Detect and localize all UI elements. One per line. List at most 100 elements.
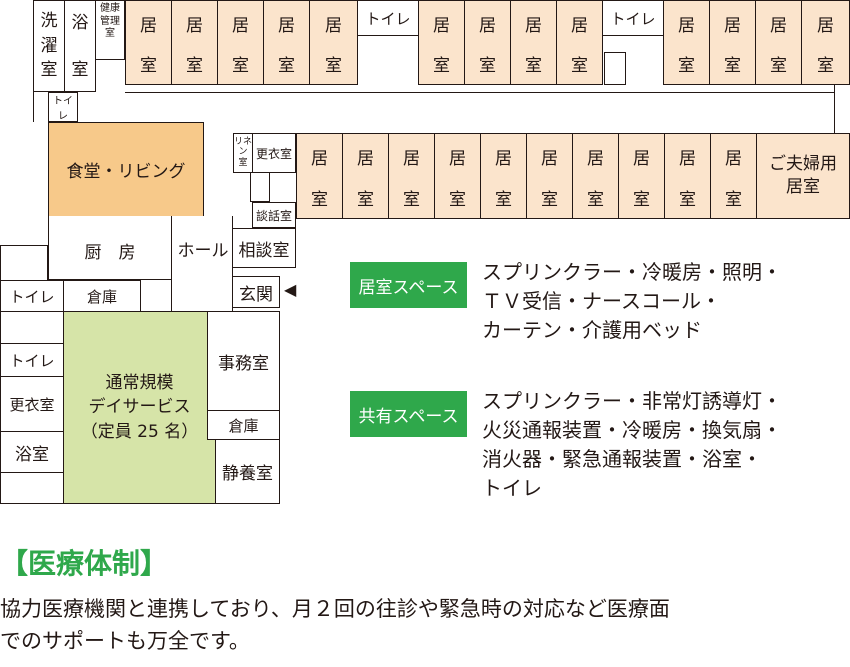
resident-room: 居室 [480, 133, 527, 219]
resident-room: 居室 [510, 0, 557, 85]
room-label-top: 居 [495, 149, 512, 169]
room-label-top: 居 [587, 149, 604, 169]
entrance: 玄関 [232, 276, 280, 308]
resident-room: 居室 [801, 0, 850, 85]
toilet-label: トイレ [9, 351, 55, 370]
resident-room: 居室 [418, 0, 465, 85]
room-label-top: 居 [633, 149, 650, 169]
resident-room: 居室 [125, 0, 172, 85]
laundry-label-3: 室 [40, 60, 58, 80]
resident-room: 居室 [434, 133, 481, 219]
side-space [0, 311, 64, 344]
room-label-bottom: 室 [232, 56, 249, 76]
toilet-top-1: トイレ [357, 0, 419, 36]
room-label-bottom: 室 [770, 56, 787, 76]
resident-room: 居室 [526, 133, 573, 219]
toilet-left: トイレ [0, 280, 64, 312]
hall-area [171, 216, 233, 312]
toilet-small-label: トイレ [53, 96, 73, 122]
room-label-top: 居 [403, 149, 420, 169]
room-label-bottom: 室 [325, 56, 342, 76]
room-label-bottom: 室 [571, 56, 588, 76]
lounge-room: 談話室 [252, 202, 296, 228]
rest-room: 静養室 [215, 439, 280, 504]
passage-box [250, 172, 270, 202]
room-label-top: 居 [678, 16, 695, 36]
corridor-wall [834, 85, 835, 135]
side-room-left [0, 245, 48, 281]
room-label-top: 居 [433, 16, 450, 36]
room-label-bottom: 室 [679, 190, 696, 210]
resident-room: 居室 [664, 133, 711, 219]
health-label-3: 室 [105, 28, 115, 39]
day-service-room: 通常規模 デイサービス （定員 25 名） [63, 311, 216, 504]
room-label-top: 居 [571, 16, 588, 36]
resident-room: 居室 [556, 0, 603, 85]
resident-room: 居室 [710, 133, 757, 219]
room-label-bottom: 室 [186, 56, 203, 76]
bath-room-top: 浴 室 [64, 0, 96, 92]
health-label-2: 管理 [100, 15, 120, 27]
room-label-top: 居 [357, 149, 374, 169]
storage-label: 倉庫 [86, 287, 117, 306]
consultation-room: 相談室 [232, 228, 296, 268]
toilet-label: トイレ [9, 287, 55, 306]
laundry-room: 洗 濯 室 [33, 0, 65, 92]
resident-room: 居室 [755, 0, 802, 85]
corridor-wall [33, 92, 34, 122]
room-label-bottom: 室 [541, 190, 558, 210]
room-label-bottom: 室 [587, 190, 604, 210]
bath-label-1: 浴 [71, 13, 89, 33]
hall-label: ホール [177, 240, 229, 261]
resident-room: 居室 [464, 0, 511, 85]
resident-room: 居室 [171, 0, 218, 85]
room-label-top: 居 [725, 149, 742, 169]
room-label-bottom: 室 [311, 190, 328, 210]
room-label-bottom: 室 [433, 56, 450, 76]
room-label-top: 居 [325, 16, 342, 36]
bath-label-2: 室 [71, 60, 89, 80]
couple-label-1: ご夫婦用 [769, 154, 837, 175]
storage-room-left: 倉庫 [63, 280, 141, 312]
bath-room: 浴室 [0, 431, 64, 473]
linen-label-2: 室 [238, 157, 248, 168]
legend-desc-private: スプリンクラー・冷暖房・照明・ ＴＶ受信・ナースコール・ カーテン・介護用ベッド [482, 260, 782, 342]
resident-room: 居室 [309, 0, 358, 85]
room-label-top: 居 [679, 149, 696, 169]
resident-room: 居室 [342, 133, 389, 219]
storage-room-right: 倉庫 [207, 410, 280, 440]
room-label-bottom: 室 [403, 190, 420, 210]
legend-badge-private: 居室スペース [350, 262, 467, 308]
consultation-label: 相談室 [238, 240, 290, 261]
toilet-top-2: トイレ [602, 0, 664, 36]
corridor-wall [125, 92, 835, 93]
health-label-1: 健康 [100, 3, 120, 14]
kitchen-area-outline [48, 216, 172, 280]
entrance-label: 玄関 [239, 284, 273, 305]
dining-label: 食堂・リビング [66, 162, 186, 182]
room-label-top: 居 [232, 16, 249, 36]
side-space-bottom [0, 472, 64, 504]
room-label-bottom: 室 [479, 56, 496, 76]
toilet-small-top: トイレ [48, 92, 78, 122]
resident-room: 居室 [709, 0, 756, 85]
room-label-top: 居 [278, 16, 295, 36]
room-label-bottom: 室 [495, 190, 512, 210]
toilet-label: トイレ [365, 9, 411, 28]
room-label-top: 居 [186, 16, 203, 36]
room-label-top: 居 [770, 16, 787, 36]
toilet-label: トイレ [610, 9, 656, 28]
medical-body: 協力医療機関と連携しており、月２回の往診や緊急時の対応など医療面 でのサポートも… [0, 597, 670, 653]
room-label-top: 居 [541, 149, 558, 169]
storage-label: 倉庫 [228, 416, 259, 435]
legend-desc-shared: スプリンクラー・非常灯誘導灯・ 火災通報装置・冷暖房・換気扇・ 消火器・緊急通報… [482, 389, 782, 500]
rest-label: 静養室 [222, 464, 273, 484]
room-label-bottom: 室 [357, 190, 374, 210]
dining-living-room: 食堂・リビング [48, 122, 204, 217]
room-label-top: 居 [311, 149, 328, 169]
room-label-top: 居 [449, 149, 466, 169]
changing-small-label: 更衣室 [255, 146, 292, 161]
laundry-label-2: 濯 [40, 35, 58, 56]
room-label-bottom: 室 [725, 190, 742, 210]
laundry-label-1: 洗 [40, 11, 58, 31]
